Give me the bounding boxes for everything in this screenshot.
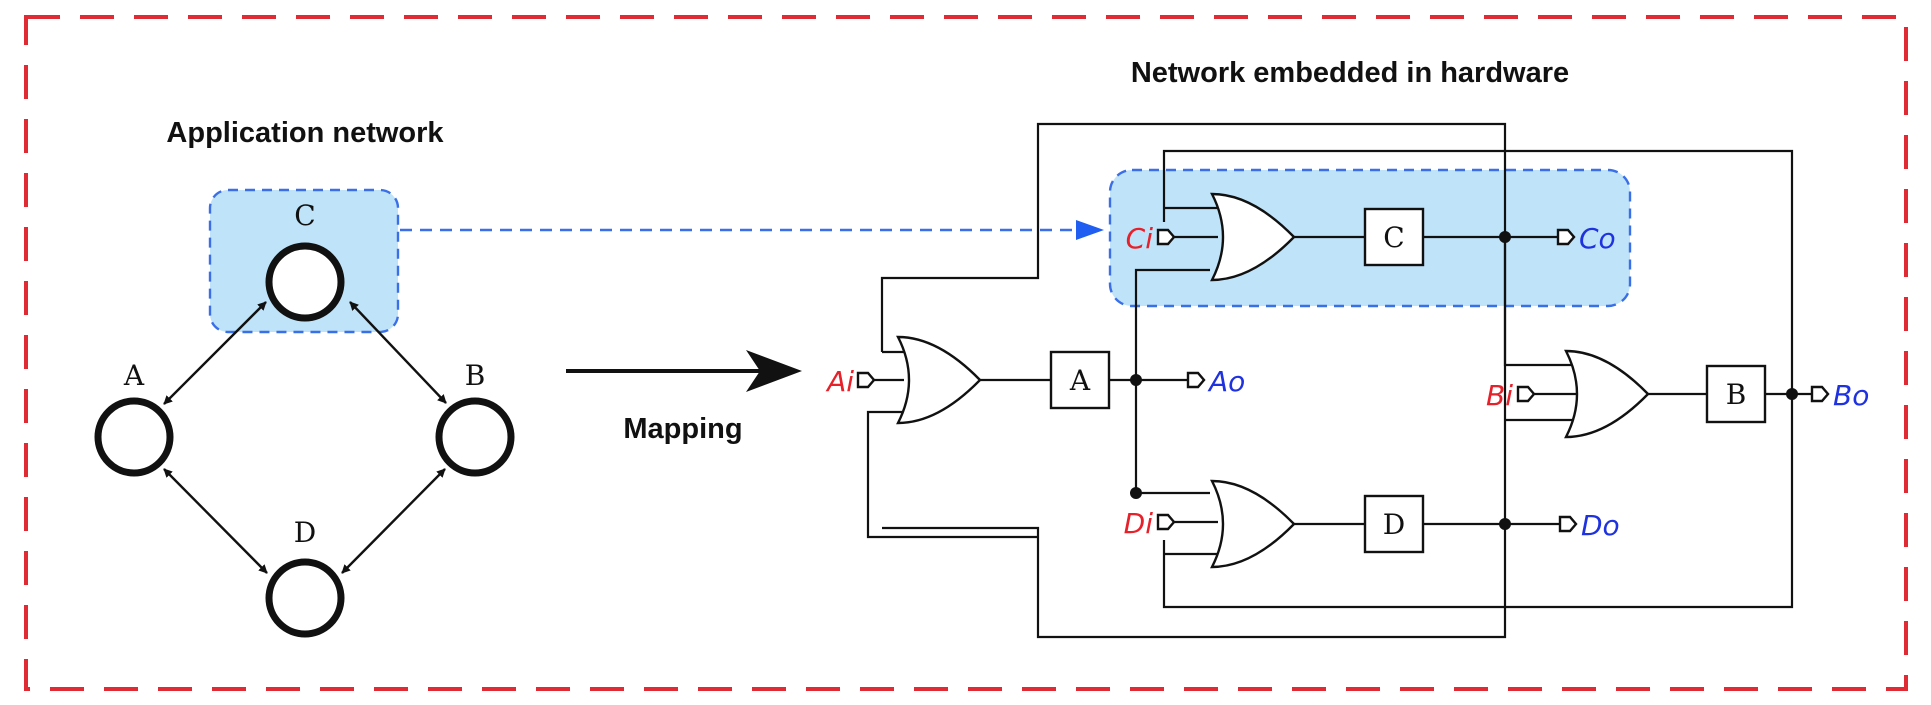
app-node-b-label: B <box>465 359 486 392</box>
port-bi-marker <box>1516 385 1536 403</box>
hardware-network-title: Network embedded in hardware <box>1131 57 1569 89</box>
port-markers <box>856 228 1830 533</box>
port-ci-label: Ci <box>1126 222 1154 255</box>
hw-box-c <box>1363 207 1425 267</box>
app-edges <box>163 301 447 574</box>
hw-wires <box>866 122 1812 639</box>
or-gate-a <box>896 335 982 425</box>
hw-box-a <box>1049 350 1111 410</box>
app-node-c <box>265 242 345 322</box>
edge-a-c <box>163 301 267 405</box>
app-node-a-label: A <box>123 359 145 392</box>
app-node-b <box>435 397 515 477</box>
or-gate-b <box>1564 349 1650 439</box>
mapping-arrowhead <box>746 350 802 392</box>
port-di-label: Di <box>1124 507 1154 540</box>
port-bi-label: Bi <box>1486 379 1513 412</box>
junction-d-out <box>1499 518 1511 530</box>
port-ai-marker <box>856 371 876 389</box>
junction-a-down <box>1130 487 1142 499</box>
edge-c-b <box>349 301 447 404</box>
or-gate-d <box>1210 479 1296 569</box>
port-do-marker <box>1558 515 1578 533</box>
app-node-d <box>265 558 345 638</box>
app-node-c-label: C <box>294 199 315 232</box>
junction-c-out <box>1499 231 1511 243</box>
hw-box-a-label: A <box>1069 364 1091 397</box>
port-ao-marker <box>1186 371 1206 389</box>
port-co-label: Co <box>1579 222 1616 255</box>
hw-box-d <box>1363 494 1425 554</box>
hw-box-b-label: B <box>1726 378 1747 411</box>
mapping-link-c-arrowhead <box>1076 220 1104 240</box>
hw-box-b <box>1705 364 1767 424</box>
junction-a-out <box>1130 374 1142 386</box>
app-node-d-label: D <box>294 516 316 549</box>
port-ci-marker <box>1156 228 1176 246</box>
hw-box-c-label: C <box>1383 221 1404 254</box>
edge-a-d <box>163 468 268 574</box>
port-ai-label: Ai <box>825 365 854 398</box>
port-do-label: Do <box>1581 509 1620 542</box>
port-di-marker <box>1156 513 1176 531</box>
app-node-a <box>94 397 174 477</box>
outer-border <box>24 15 1908 691</box>
application-network-title: Application network <box>166 117 444 149</box>
mapping-label: Mapping <box>623 413 742 445</box>
or-gate-c <box>1210 192 1296 282</box>
edge-b-d <box>341 468 446 574</box>
hw-box-d-label: D <box>1383 508 1405 541</box>
port-co-marker <box>1556 228 1576 246</box>
port-ao-label: Ao <box>1207 365 1245 398</box>
port-bo-marker <box>1810 385 1830 403</box>
port-bo-label: Bo <box>1833 379 1869 412</box>
junction-b-out <box>1786 388 1798 400</box>
